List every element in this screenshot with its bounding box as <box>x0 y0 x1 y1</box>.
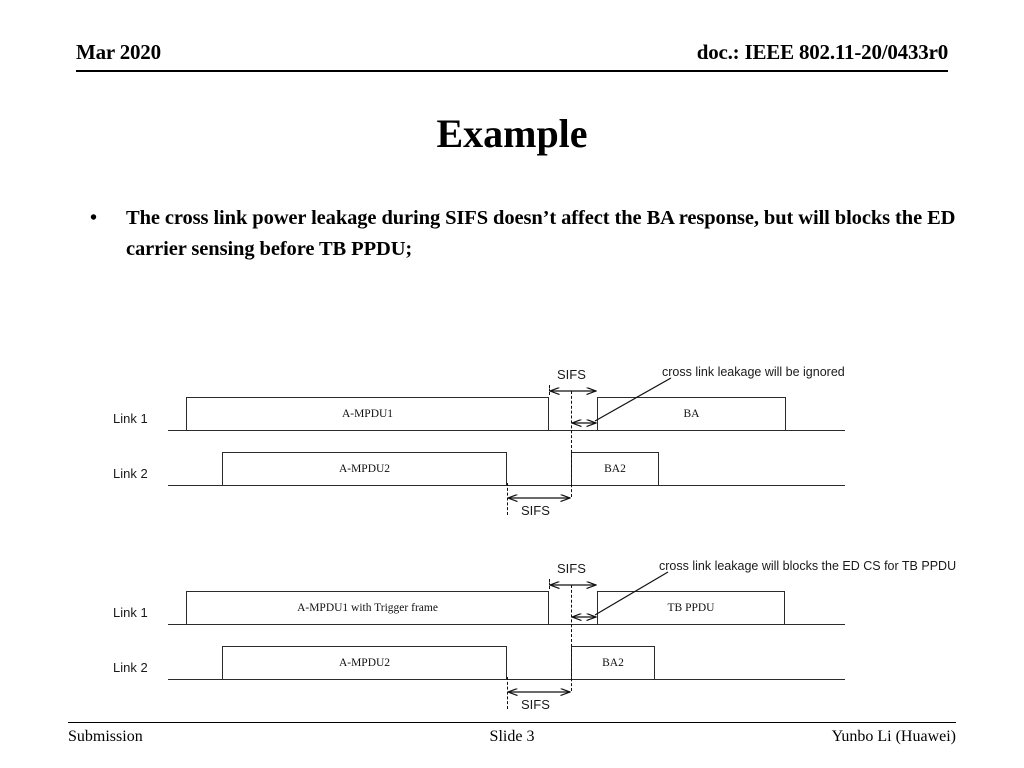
diagram2-box-tb-ppdu: TB PPDU <box>597 591 785 625</box>
diagram1-box-a-mpdu2-label: A-MPDU2 <box>338 463 391 475</box>
footer-submission: Submission <box>68 728 143 745</box>
diagram1-annotation-leader <box>594 377 672 422</box>
diagram1-box-ba: BA <box>597 397 786 431</box>
footer-author: Yunbo Li (Huawei) <box>831 728 956 745</box>
diagram1-box-a-mpdu1-label: A-MPDU1 <box>341 408 394 420</box>
diagram1-box-a-mpdu2: A-MPDU2 <box>222 452 507 486</box>
header-doc-id: doc.: IEEE 802.11-20/0433r0 <box>696 40 948 64</box>
diagram2-row2-label: Link 2 <box>113 660 148 675</box>
diagram1-sifs-bottom-label: SIFS <box>521 503 550 518</box>
diagram2-arrow-layer <box>0 571 669 729</box>
diagram2-annotation-leader <box>594 571 669 616</box>
diagram1-box-a-mpdu1: A-MPDU1 <box>186 397 549 431</box>
diagram2-sifs-bottom-label: SIFS <box>521 697 550 712</box>
footer-slide-number: Slide 3 <box>489 728 535 745</box>
timing-diagram-2: Link 1 A-MPDU1 with Trigger frame TB PPD… <box>0 549 1024 729</box>
bullet-list: • The cross link power leakage during SI… <box>86 203 956 265</box>
diagram1-box-ba2-label: BA2 <box>604 463 626 475</box>
diagram1-arrow-layer <box>0 377 672 535</box>
bullet-text: The cross link power leakage during SIFS… <box>126 207 956 260</box>
diagram1-row2-label: Link 2 <box>113 466 148 481</box>
diagram2-sifs-top-label: SIFS <box>557 561 586 576</box>
header-date: Mar 2020 <box>76 40 161 64</box>
diagram2-box-a-mpdu1-trigger: A-MPDU1 with Trigger frame <box>186 591 549 625</box>
diagram1-sifs-top-label: SIFS <box>557 367 586 382</box>
diagram1-row1-label: Link 1 <box>113 411 148 426</box>
bullet-item: • The cross link power leakage during SI… <box>86 203 956 265</box>
diagram2-row1-label: Link 1 <box>113 605 148 620</box>
diagram2-box-ba2: BA2 <box>571 646 655 680</box>
page-title: Example <box>436 111 588 156</box>
diagram1-box-ba-label: BA <box>683 408 700 420</box>
diagram2-box-tb-ppdu-label: TB PPDU <box>667 602 715 614</box>
footer-divider <box>68 722 956 723</box>
diagram2-box-a-mpdu2: A-MPDU2 <box>222 646 507 680</box>
slide-header: Mar 2020 doc.: IEEE 802.11-20/0433r0 <box>76 40 948 76</box>
diagram2-box-a-mpdu2-label: A-MPDU2 <box>338 657 391 669</box>
diagram2-annotation: cross link leakage will blocks the ED CS… <box>659 559 957 573</box>
timing-diagram-1: Link 1 A-MPDU1 BA Link 2 A-MPDU2 BA2 SIF… <box>0 355 1024 535</box>
bullet-marker-icon: • <box>90 207 97 229</box>
diagram2-dashed-boundary-main <box>571 585 572 691</box>
diagram2-box-ba2-label: BA2 <box>602 657 624 669</box>
diagram1-annotation: cross link leakage will be ignored <box>662 365 845 379</box>
diagram1-dashed-boundary-main <box>571 391 572 497</box>
diagram2-box-a-mpdu1-trigger-label: A-MPDU1 with Trigger frame <box>297 602 438 614</box>
header-divider <box>76 70 948 72</box>
slide-footer: Submission Slide 3 Yunbo Li (Huawei) <box>68 722 956 762</box>
